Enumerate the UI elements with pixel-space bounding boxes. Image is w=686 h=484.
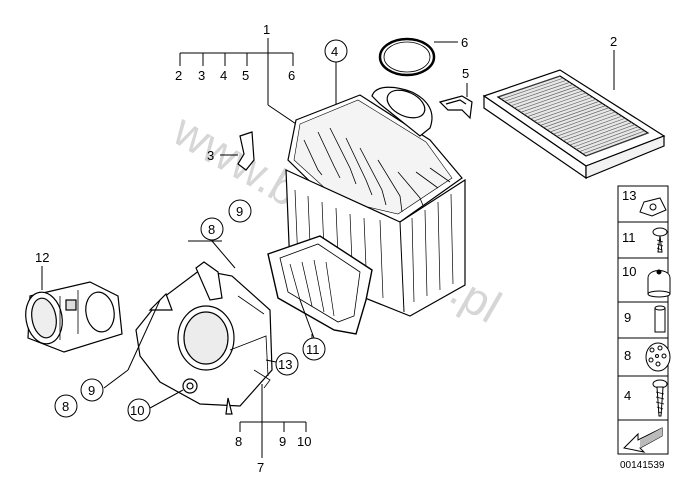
callout-3: 3 — [207, 148, 214, 163]
callout-7: 7 — [257, 460, 264, 475]
filter-pleat — [497, 75, 561, 98]
diagram-id: 00141539 — [620, 460, 665, 471]
callout-2: 2 — [610, 34, 617, 49]
legend-label-8: 8 — [624, 348, 631, 363]
filter-pleat — [550, 109, 613, 133]
legend-label-9: 9 — [624, 310, 631, 325]
clip-part-3 — [237, 131, 255, 171]
clip-part-5 — [438, 95, 473, 120]
filter-pleat — [510, 84, 574, 107]
group-7-item: 9 — [279, 434, 286, 449]
filter-pleat — [540, 103, 603, 126]
callout-4: 4 — [331, 44, 338, 59]
filter-pleat — [504, 79, 567, 102]
screw-icon — [652, 227, 668, 253]
legend-label-10: 10 — [622, 264, 636, 279]
intake-resonator — [135, 261, 273, 415]
legend-label-13: 13 — [622, 188, 636, 203]
filter-pleat — [579, 128, 642, 152]
air-filter-element — [482, 69, 666, 180]
filter-pleat — [569, 122, 632, 146]
callout-9-circle — [228, 199, 252, 223]
filter-pleat — [572, 124, 636, 148]
filter-pleat — [585, 132, 649, 157]
filter-pleat — [556, 113, 619, 137]
callout-13-circle — [275, 352, 299, 376]
sleeve-icon — [654, 305, 666, 333]
filter-pleat — [546, 107, 609, 131]
grommet-icon — [645, 342, 671, 372]
callout-12: 12 — [35, 250, 49, 265]
filter-pleat — [501, 77, 564, 100]
callout-11: 11 — [306, 342, 320, 357]
group-8-9-item: 9 — [236, 204, 243, 219]
callout-8-circle — [200, 217, 224, 241]
rubber-mount-icon — [647, 269, 671, 298]
callout-5: 5 — [462, 66, 469, 81]
filter-pleat — [507, 82, 570, 104]
filter-pleat — [527, 94, 590, 117]
callout-10: 10 — [130, 403, 144, 418]
callout-13: 13 — [278, 357, 292, 372]
group-1-item: 6 — [288, 68, 295, 83]
legend-label-11: 11 — [622, 230, 636, 245]
self-tapping-screw-icon — [652, 379, 668, 417]
callout-10-circle — [127, 398, 151, 422]
callout-group-1 — [179, 38, 306, 131]
filter-pleat — [553, 111, 616, 135]
group-1-item: 2 — [175, 68, 182, 83]
filter-pleat — [523, 92, 587, 115]
o-ring-part — [378, 37, 436, 77]
callout-group-8-9 — [188, 240, 236, 269]
callout-8: 8 — [62, 399, 69, 414]
group-8-9-item: 8 — [208, 222, 215, 237]
orientation-arrow-icon — [617, 419, 669, 455]
filter-pleat — [530, 96, 593, 120]
air-cleaner-housing — [267, 86, 466, 335]
filter-pleat — [543, 105, 606, 128]
filter-pleat — [533, 98, 596, 122]
group-1-item: 3 — [198, 68, 205, 83]
group-7-item: 10 — [297, 434, 311, 449]
callout-9-circle-b — [80, 378, 104, 402]
filter-pleat — [537, 101, 600, 124]
filter-pleat — [520, 90, 583, 113]
legend-label-4: 4 — [624, 388, 631, 403]
filter-pleat — [559, 115, 623, 139]
callout-8-circle-b — [54, 394, 78, 418]
filter-pleat — [563, 117, 626, 141]
filter-pleat — [514, 86, 577, 109]
air-mass-meter — [25, 281, 123, 353]
callout-1: 1 — [263, 22, 270, 37]
group-7-item: 8 — [235, 434, 242, 449]
clip-nut-icon — [639, 197, 667, 217]
callout-9: 9 — [88, 383, 95, 398]
callout-group-7 — [239, 384, 307, 458]
callout-6: 6 — [461, 35, 468, 50]
filter-pleat — [517, 88, 580, 111]
group-1-item: 5 — [242, 68, 249, 83]
filter-pleat — [566, 120, 629, 144]
group-1-item: 4 — [220, 68, 227, 83]
filter-pleat — [582, 130, 645, 155]
filter-pleat — [576, 126, 639, 150]
